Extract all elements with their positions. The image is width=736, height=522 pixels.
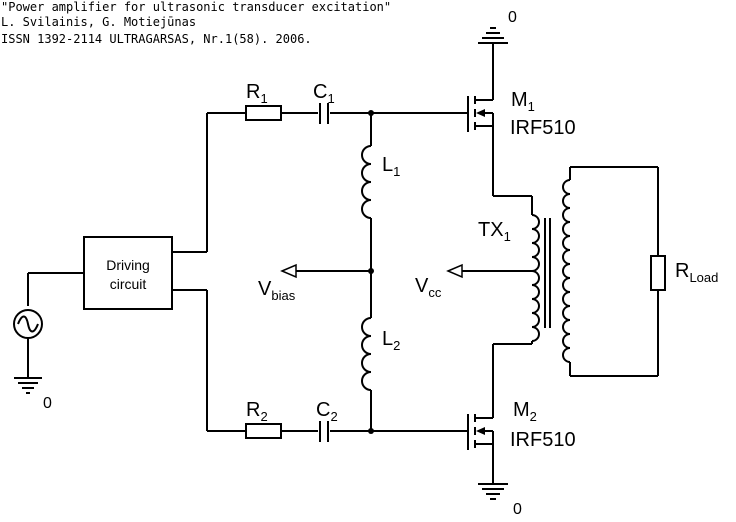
wire-top-branch [172, 112, 468, 253]
ground-bottom-label: 0 [513, 501, 522, 518]
driving-circuit-label-1: Driving [106, 257, 150, 273]
mosfet-m1 [467, 43, 494, 196]
ground-source [14, 377, 42, 394]
tx1-label: TX1 [478, 219, 511, 244]
m1-part-label: IRF510 [510, 117, 576, 139]
citation-journal: ISSN 1392-2114 ULTRAGARSAS, Nr.1(58). 20… [1, 32, 312, 46]
r2-label: R2 [246, 399, 268, 424]
ground-top [478, 27, 508, 44]
mosfet-m2 [467, 344, 494, 484]
resistor-r2 [245, 423, 282, 439]
ground-bottom [478, 483, 508, 500]
ground-source-label: 0 [43, 395, 52, 412]
junction-bottom [368, 428, 374, 434]
bias-column [280, 113, 372, 431]
wire-bottom-branch [172, 289, 468, 432]
citation-authors: L. Svilainis, G. Motiejūnas [1, 15, 197, 29]
transformer-tx1 [446, 166, 659, 377]
inductor-l2 [361, 317, 372, 391]
ac-source [13, 272, 84, 378]
vbias-label: Vbias [258, 278, 296, 303]
junction-top [368, 110, 374, 116]
vcc-label: Vcc [415, 275, 442, 300]
r1-label: R1 [246, 81, 268, 106]
rload-label: RLoad [675, 260, 718, 285]
m1-label: M1 [511, 89, 535, 114]
m2-label: M2 [513, 399, 537, 424]
capacitor-c1 [319, 103, 329, 124]
driving-circuit-box [83, 236, 173, 310]
c2-label: C2 [316, 399, 338, 424]
ground-top-label: 0 [508, 9, 517, 26]
citation-title: "Power amplifier for ultrasonic transduc… [1, 0, 392, 14]
driving-circuit-label-2: circuit [110, 276, 147, 292]
resistor-r1 [245, 105, 282, 121]
junction-bias [368, 268, 374, 274]
inductor-l1 [361, 145, 372, 219]
resistor-rload [650, 255, 666, 291]
l1-label: L1 [382, 154, 400, 179]
l2-label: L2 [382, 328, 400, 353]
capacitor-c2 [319, 421, 329, 442]
m2-part-label: IRF510 [510, 429, 576, 451]
c1-label: C1 [313, 81, 335, 106]
